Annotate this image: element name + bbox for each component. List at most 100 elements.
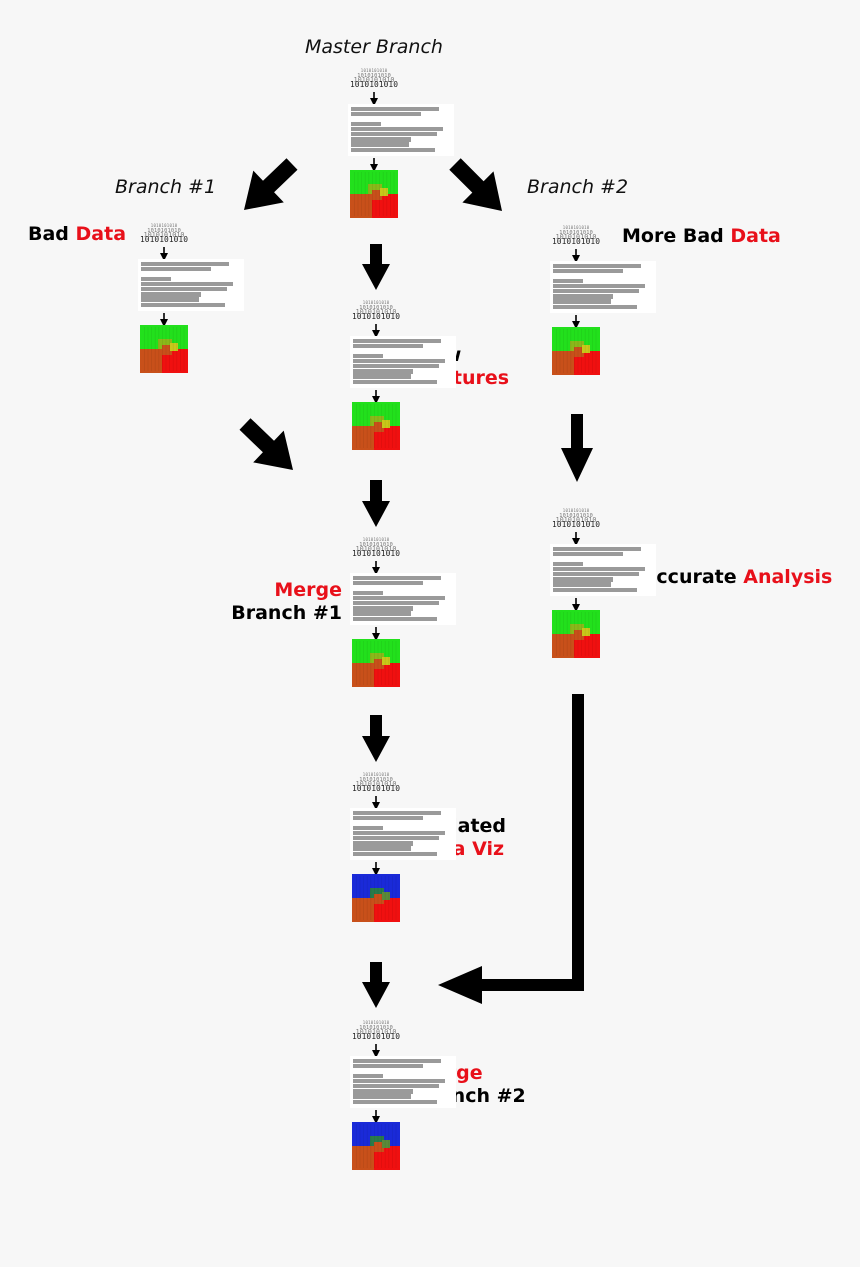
note-more-bad-data-word-1: More Bad: [622, 225, 731, 247]
node-7-data-visualization: [552, 327, 600, 375]
svg-text:1 0 1 0 1 0 1 0 1 0: 1 0 1 0 1 0 1 0 1 0: [363, 300, 390, 305]
node-6-code-line-1: [141, 261, 229, 267]
svg-text:1 0 1 0 1 0 1 0 1 0: 1 0 1 0 1 0 1 0 1 0: [147, 228, 181, 234]
node-4-code-line-6: [353, 836, 439, 841]
node-6-binary-data: 1 0 1 0 1 0 1 0 1 01 0 1 0 1 0 1 0 1 01 …: [140, 223, 188, 244]
node-3-code-line-7: [353, 606, 413, 611]
arrow-master-commit-4-to-5: [362, 962, 390, 1008]
node-5-code-snippet: [350, 1056, 456, 1108]
node-4-code-line-7: [353, 841, 413, 846]
svg-text:1 0 1 0 1 0 1 0 1 0: 1 0 1 0 1 0 1 0 1 0: [352, 784, 400, 793]
node-2-code-line-4: [353, 354, 383, 359]
node-4-code-line-2: [353, 815, 423, 821]
svg-text:1 0 1 0 1 0 1 0 1 0: 1 0 1 0 1 0 1 0 1 0: [563, 225, 590, 230]
node-7-code-line-7: [553, 294, 613, 299]
node-6-code-line-8: [141, 297, 199, 302]
note-bad-data-word-2: Data: [75, 223, 127, 245]
node-8-code-line-5: [553, 567, 645, 572]
node-3-code-line-9: [353, 616, 437, 621]
node-5-code-line-2: [353, 1063, 423, 1069]
node-4-code-line-9: [353, 851, 437, 856]
svg-text:1 0 1 0 1 0 1 0 1 0: 1 0 1 0 1 0 1 0 1 0: [363, 537, 390, 542]
node-1-code-line-8: [351, 142, 409, 147]
node-2-code-line-7: [353, 369, 413, 374]
arrow-master-commit-2-to-3: [362, 480, 390, 527]
node-1-data-visualization: [350, 170, 398, 218]
node-3-code-line-6: [353, 601, 439, 606]
arrow-branch-2-commit-1-to-2: [561, 414, 593, 482]
node-2-code-line-8: [353, 374, 411, 379]
node-8-code-line-7: [553, 577, 613, 582]
svg-text:1 0 1 0 1 0 1 0 1 0: 1 0 1 0 1 0 1 0 1 0: [357, 73, 391, 79]
svg-text:1 0 1 0 1 0 1 0 1 0: 1 0 1 0 1 0 1 0 1 0: [350, 80, 398, 89]
note-more-bad-data-word-2: Data: [730, 225, 781, 247]
node-4-binary-data: 1 0 1 0 1 0 1 0 1 01 0 1 0 1 0 1 0 1 01 …: [352, 772, 400, 793]
note-inaccurate-analysis-word-2: Analysis: [743, 566, 833, 588]
node-3-data-visualization: [352, 639, 400, 687]
node-1-code-line-6: [351, 132, 437, 137]
arrow-master-to-branch-2: [449, 158, 502, 211]
arrow-branch-2-to-merge-shaft: [478, 694, 584, 991]
node-4-code-line-5: [353, 831, 445, 836]
node-3-code-snippet: [350, 573, 456, 625]
node-2-code-line-5: [353, 359, 445, 364]
svg-text:1 0 1 0 1 0 1 0 1 0: 1 0 1 0 1 0 1 0 1 0: [559, 513, 593, 519]
node-2-data-visualization: [352, 402, 400, 450]
svg-text:1 0 1 0 1 0 1 0 1 0: 1 0 1 0 1 0 1 0 1 0: [144, 231, 185, 239]
node-8-binary-data: 1 0 1 0 1 0 1 0 1 01 0 1 0 1 0 1 0 1 01 …: [552, 508, 600, 529]
note-bad-data-word-1: Bad: [28, 223, 76, 245]
node-6-code-line-2: [141, 266, 211, 272]
svg-text:1 0 1 0 1 0 1 0 1 0: 1 0 1 0 1 0 1 0 1 0: [151, 223, 178, 228]
svg-text:1 0 1 0 1 0 1 0 1 0: 1 0 1 0 1 0 1 0 1 0: [559, 230, 593, 236]
svg-text:1 0 1 0 1 0 1 0 1 0: 1 0 1 0 1 0 1 0 1 0: [363, 1020, 390, 1025]
node-1-code-line-1: [351, 106, 439, 112]
svg-text:1 0 1 0 1 0 1 0 1 0: 1 0 1 0 1 0 1 0 1 0: [363, 772, 390, 777]
node-7-code-line-1: [553, 263, 641, 269]
node-4-code-line-1: [353, 810, 441, 816]
node-4-code-line-4: [353, 826, 383, 831]
svg-text:1 0 1 0 1 0 1 0 1 0: 1 0 1 0 1 0 1 0 1 0: [563, 508, 590, 513]
svg-text:1 0 1 0 1 0 1 0 1 0: 1 0 1 0 1 0 1 0 1 0: [140, 235, 188, 244]
arrow-branch-1-to-merge: [239, 418, 293, 470]
note-bad-data: Bad Data: [28, 223, 126, 246]
node-3-code-line-2: [353, 580, 423, 586]
node-7-code-snippet: [550, 261, 656, 313]
node-1-code-line-9: [351, 147, 435, 152]
node-3-code-line-1: [353, 575, 441, 581]
node-1-code-line-2: [351, 111, 421, 117]
node-7-code-line-2: [553, 268, 623, 274]
node-7-code-line-5: [553, 284, 645, 289]
node-5-code-line-5: [353, 1079, 445, 1084]
node-8-code-line-1: [553, 546, 641, 552]
svg-text:1 0 1 0 1 0 1 0 1 0: 1 0 1 0 1 0 1 0 1 0: [552, 520, 600, 529]
node-8-code-line-2: [553, 551, 623, 557]
node-7-code-line-6: [553, 289, 639, 294]
node-8-code-line-6: [553, 572, 639, 577]
note-merge-branch-1-line-2: Branch #1: [231, 602, 342, 624]
node-5-code-line-6: [353, 1084, 439, 1089]
node-1-code-line-5: [351, 127, 443, 132]
node-6-data-visualization: [140, 325, 188, 373]
svg-text:1 0 1 0 1 0 1 0 1 0: 1 0 1 0 1 0 1 0 1 0: [354, 76, 395, 84]
node-7-code-line-4: [553, 279, 583, 284]
node-3-code-line-5: [353, 596, 445, 601]
branch-1-title: Branch #1: [115, 176, 217, 198]
arrow-master-to-branch-1: [244, 158, 298, 210]
svg-text:1 0 1 0 1 0 1 0 1 0: 1 0 1 0 1 0 1 0 1 0: [556, 233, 597, 241]
node-6-code-line-9: [141, 302, 225, 307]
node-6-code-line-6: [141, 287, 227, 292]
node-7-code-line-9: [553, 304, 637, 309]
node-4-code-line-8: [353, 846, 411, 851]
node-2-binary-data: 1 0 1 0 1 0 1 0 1 01 0 1 0 1 0 1 0 1 01 …: [352, 300, 400, 321]
node-6-code-line-5: [141, 282, 233, 287]
node-5-code-line-1: [353, 1058, 441, 1064]
node-5-code-line-7: [353, 1089, 413, 1094]
svg-text:1 0 1 0 1 0 1 0 1 0: 1 0 1 0 1 0 1 0 1 0: [352, 549, 400, 558]
branch-2-title: Branch #2: [527, 176, 629, 198]
node-6-code-line-4: [141, 277, 171, 282]
node-4-data-visualization: [352, 874, 400, 922]
node-6-code-line-7: [141, 292, 201, 297]
node-8-code-line-4: [553, 562, 583, 567]
